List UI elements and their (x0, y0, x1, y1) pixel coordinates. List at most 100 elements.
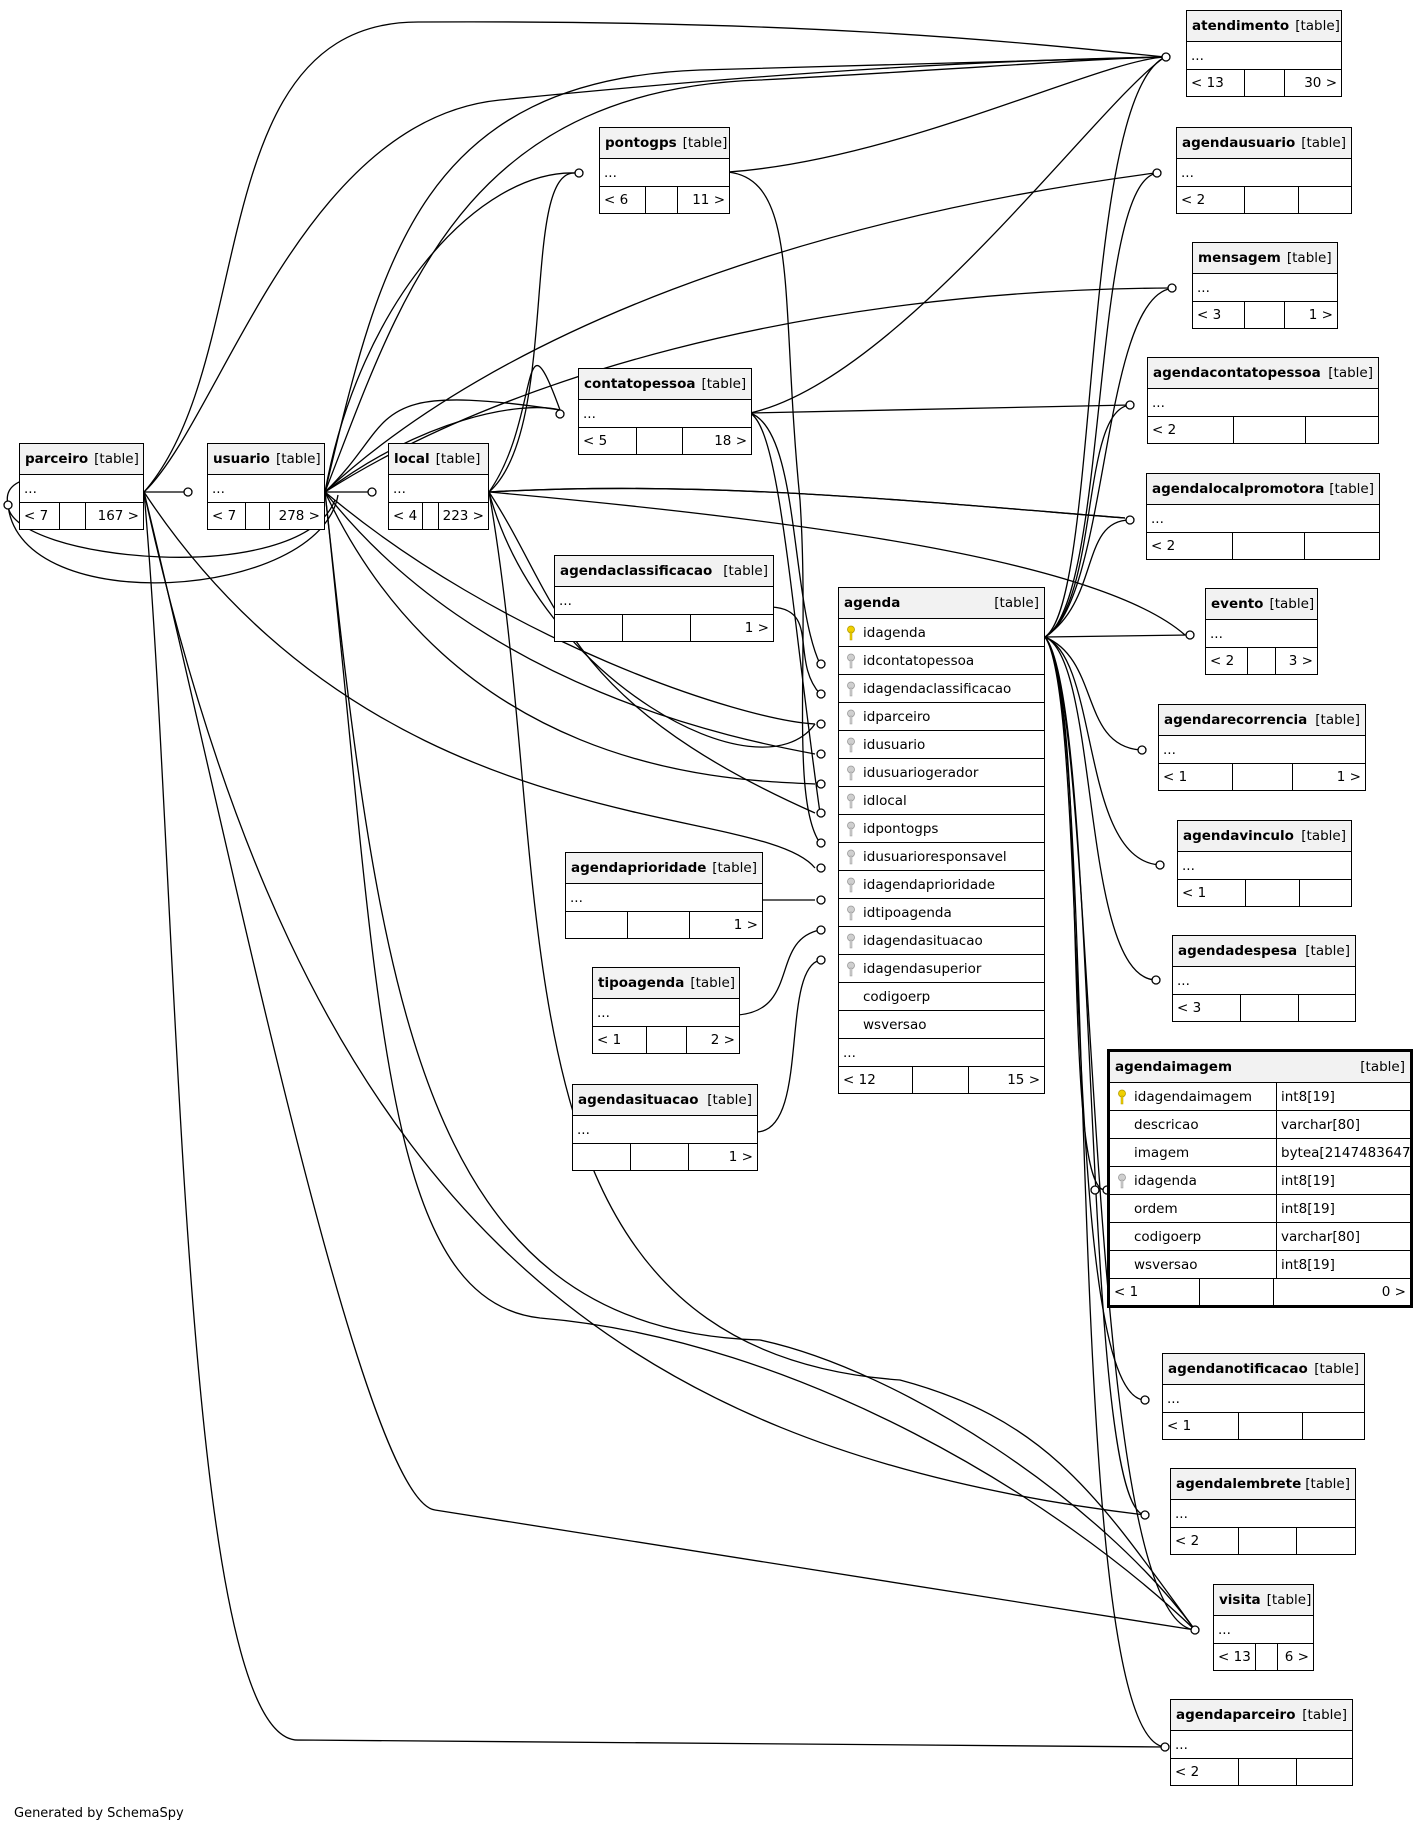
footer-mid (631, 1144, 689, 1170)
table-name: agendausuario (1182, 135, 1296, 151)
table-agendacontatopessoa[interactable]: agendacontatopessoa[table] ... < 2 (1147, 357, 1379, 444)
parent-count: < 7 (208, 503, 246, 529)
footer-mid (1200, 1279, 1274, 1305)
column-row: idagenda (839, 619, 1044, 647)
column-name-cell: codigoerp (1110, 1223, 1277, 1250)
column-name: idagendasituacao (863, 932, 983, 949)
parent-count: < 1 (1110, 1279, 1200, 1305)
child-count: 1 > (744, 620, 769, 636)
footer-mid (646, 187, 678, 213)
table-name: visita (1219, 1592, 1261, 1608)
column-row: idusuarioresponsavel (839, 843, 1044, 871)
column-name: idparceiro (863, 708, 931, 725)
column-row: ... (389, 475, 488, 503)
table-agendaprioridade[interactable]: agendaprioridade[table] ... 1 > (565, 852, 763, 939)
parent-count: < 4 (389, 503, 423, 529)
column-row: idusuariogerador (839, 759, 1044, 787)
table-footer: 1 > (573, 1144, 757, 1170)
footer-mid (246, 503, 270, 529)
foreign-key-icon (845, 905, 857, 921)
table-agendadespesa[interactable]: agendadespesa[table] ... < 3 (1172, 935, 1356, 1022)
column-row: idagendasituacao (839, 927, 1044, 955)
table-agendalocalpromotora[interactable]: agendalocalpromotora[table] ... < 2 (1146, 473, 1380, 560)
table-name: agendavinculo (1183, 828, 1294, 844)
column-name: idusuario (863, 736, 926, 753)
table-name: atendimento (1192, 18, 1290, 34)
child-count: 223 > (442, 508, 484, 524)
table-agendanotificacao[interactable]: agendanotificacao[table] ... < 1 (1162, 1353, 1365, 1440)
table-kind: [table] (1295, 18, 1340, 34)
column-row: wsversao (839, 1011, 1044, 1039)
footer-mid (1245, 187, 1299, 213)
table-name: agendaimagem (1115, 1059, 1233, 1075)
column-row: ... (1171, 1500, 1355, 1528)
table-footer: < 2 (1171, 1528, 1355, 1554)
column-type: varchar[80] (1281, 1116, 1361, 1133)
child-count: 3 > (1288, 653, 1313, 669)
table-agendasituacao[interactable]: agendasituacao[table] ... 1 > (572, 1084, 758, 1171)
table-agendaparceiro[interactable]: agendaparceiro[table] ... < 2 (1170, 1699, 1353, 1786)
column-row: ... (1187, 42, 1341, 70)
column-name: idagenda (863, 624, 926, 641)
column-row: ... (1173, 967, 1355, 995)
foreign-key-icon (845, 653, 857, 669)
parent-count: < 1 (1159, 764, 1233, 790)
key-spacer (1116, 1195, 1128, 1222)
table-kind: [table] (275, 451, 321, 467)
child-count: 30 > (1304, 75, 1337, 91)
table-agendausuario[interactable]: agendausuario[table] ... < 2 (1176, 127, 1352, 214)
table-agendalembrete[interactable]: agendalembrete[table] ... < 2 (1170, 1468, 1356, 1555)
table-agendavinculo[interactable]: agendavinculo[table] ... < 1 (1177, 820, 1352, 907)
child-count: 167 > (97, 508, 139, 524)
column-row: ... (555, 587, 773, 615)
child-count (1300, 880, 1351, 906)
child-count: 1 > (1308, 307, 1333, 323)
footer-mid (423, 503, 439, 529)
table-agendaclassificacao[interactable]: agendaclassificacao[table] ... 1 > (554, 555, 774, 642)
column-name: wsversao (1134, 1256, 1198, 1273)
parent-count: < 2 (1148, 417, 1234, 443)
column-row: idcontatopessoa (839, 647, 1044, 675)
child-count (1306, 417, 1378, 443)
table-name: agendaparceiro (1176, 1707, 1296, 1723)
footer-mid (1245, 302, 1285, 328)
column-name: idlocal (863, 792, 907, 809)
footer-mid (1239, 1528, 1297, 1554)
column-row: ... (600, 159, 729, 187)
column-type: int8[19] (1281, 1088, 1335, 1105)
parent-count: < 7 (20, 503, 60, 529)
column-name: idagendaclassificacao (863, 680, 1012, 697)
footer-mid (623, 615, 691, 641)
column-row: ... (1148, 389, 1378, 417)
table-footer: < 2 (1177, 187, 1351, 213)
footer-mid (1245, 70, 1285, 96)
column-list: idagenda idcontatopessoa idagendaclassific… (839, 619, 1044, 1039)
parent-count (573, 1144, 631, 1170)
foreign-key-icon (845, 849, 857, 865)
table-name: local (394, 451, 430, 467)
table-name: agendalembrete (1176, 1476, 1302, 1492)
column-row: ... (1193, 274, 1337, 302)
footer-mid (1239, 1413, 1303, 1439)
